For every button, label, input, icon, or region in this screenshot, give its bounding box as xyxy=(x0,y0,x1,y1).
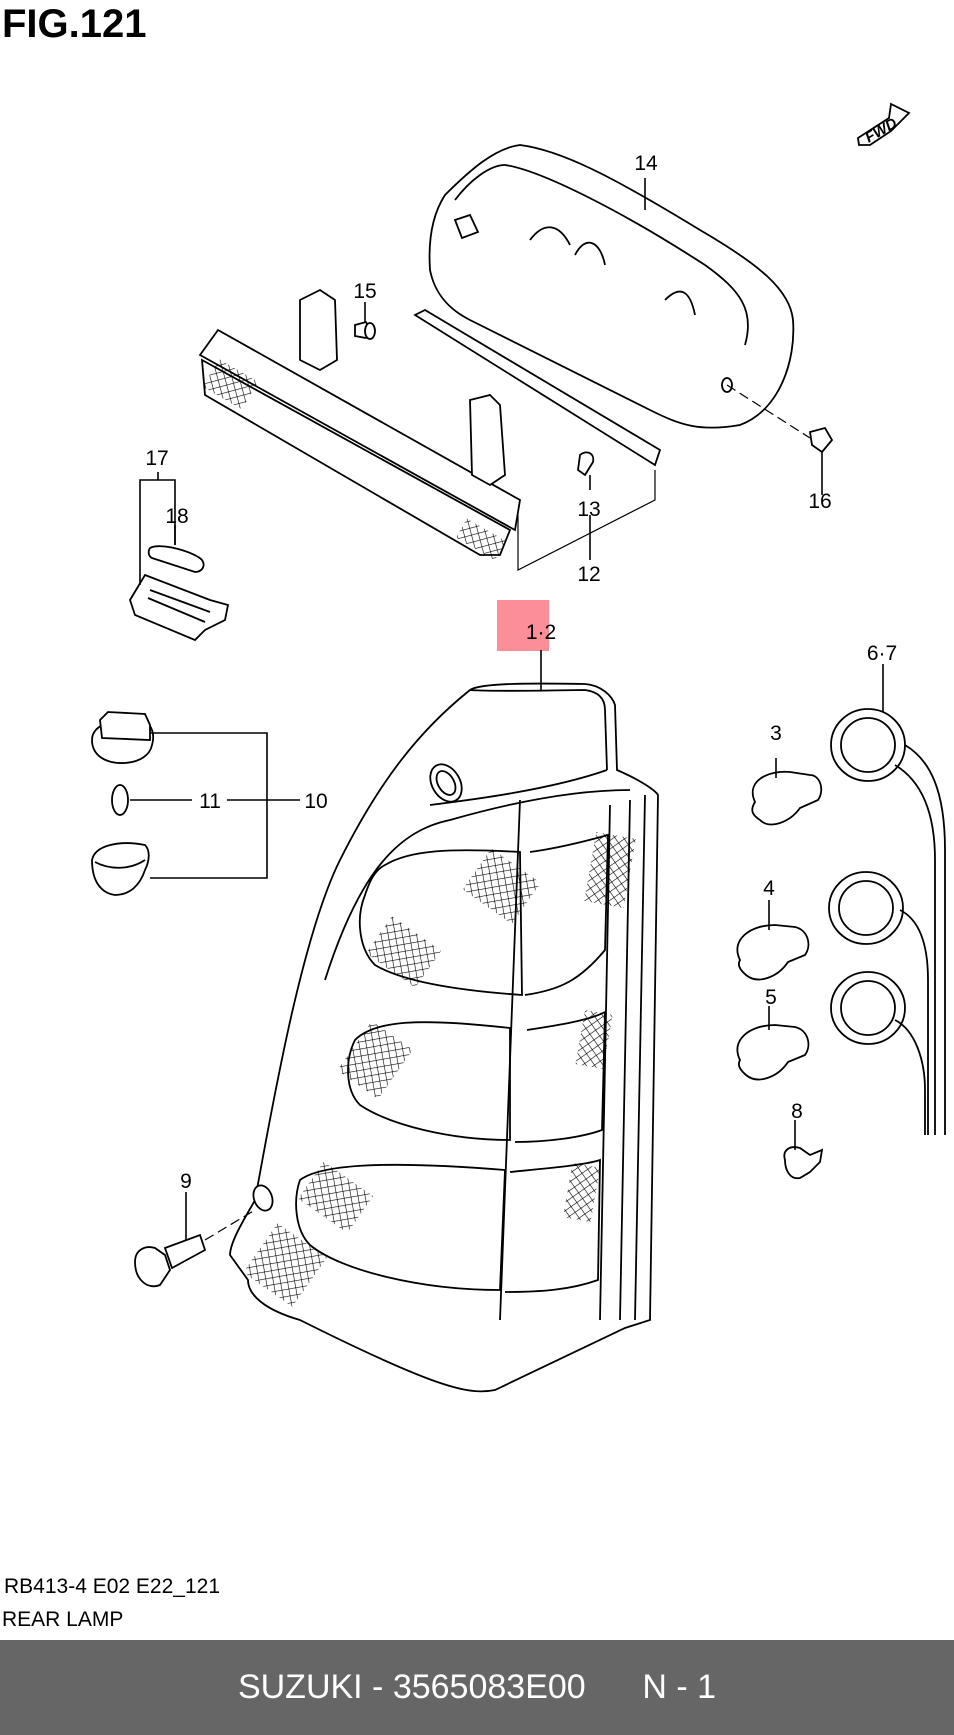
part-10-11-leader xyxy=(130,732,300,879)
fwd-arrow-icon: FWD xyxy=(857,102,911,147)
callout-16: 16 xyxy=(808,490,831,513)
callout-3: 3 xyxy=(770,722,782,745)
callout-9: 9 xyxy=(180,1170,192,1193)
part-17-18-leader xyxy=(139,472,176,585)
part-6-7-socket-harness[interactable] xyxy=(828,664,946,1135)
callout-8: 8 xyxy=(791,1100,803,1123)
callout-15: 15 xyxy=(353,280,376,303)
diagram-caption: REAR LAMP xyxy=(2,1608,124,1631)
callout-leaders xyxy=(364,178,646,560)
callout-13: 13 xyxy=(577,498,600,521)
callout-10: 10 xyxy=(304,790,327,813)
callout-1-2: 1·2 xyxy=(526,621,556,644)
part-1-2-rear-lamp[interactable] xyxy=(229,650,659,1393)
part-15-screw[interactable] xyxy=(354,320,376,340)
highlighted-part-marker[interactable] xyxy=(497,600,549,651)
part-12-lamp-assembly[interactable] xyxy=(198,288,662,571)
part-8-clip[interactable] xyxy=(783,1120,824,1180)
footer-bar: SUZUKI - 3565083E00 N - 1 xyxy=(0,1640,954,1735)
part-3-bulb[interactable] xyxy=(751,758,823,826)
part-9-bolt[interactable] xyxy=(134,1192,256,1288)
part-10-socket[interactable] xyxy=(91,711,155,896)
callout-17: 17 xyxy=(145,447,168,470)
callout-14: 14 xyxy=(634,152,658,175)
callout-5: 5 xyxy=(765,986,777,1009)
callout-4: 4 xyxy=(763,877,775,900)
part-5-bulb[interactable] xyxy=(736,1006,810,1081)
part-17-license-lamp[interactable] xyxy=(129,545,230,642)
part-16-clip[interactable] xyxy=(726,384,834,495)
drawing-code: RB413-4 E02 E22_121 xyxy=(4,1575,220,1598)
callout-11: 11 xyxy=(199,790,221,813)
callout-numbers: 1·2 3 4 5 6·7 8 9 10 11 12 13 14 15 16 1… xyxy=(145,152,897,1193)
footer-text: SUZUKI - 3565083E00 N - 1 xyxy=(237,1668,717,1706)
part-4-bulb[interactable] xyxy=(736,900,810,981)
callout-6-7: 6·7 xyxy=(867,642,897,665)
figure-title: FIG.121 xyxy=(2,2,147,46)
callout-18: 18 xyxy=(165,505,188,528)
callout-12: 12 xyxy=(577,563,600,586)
part-14-housing[interactable] xyxy=(428,144,795,429)
